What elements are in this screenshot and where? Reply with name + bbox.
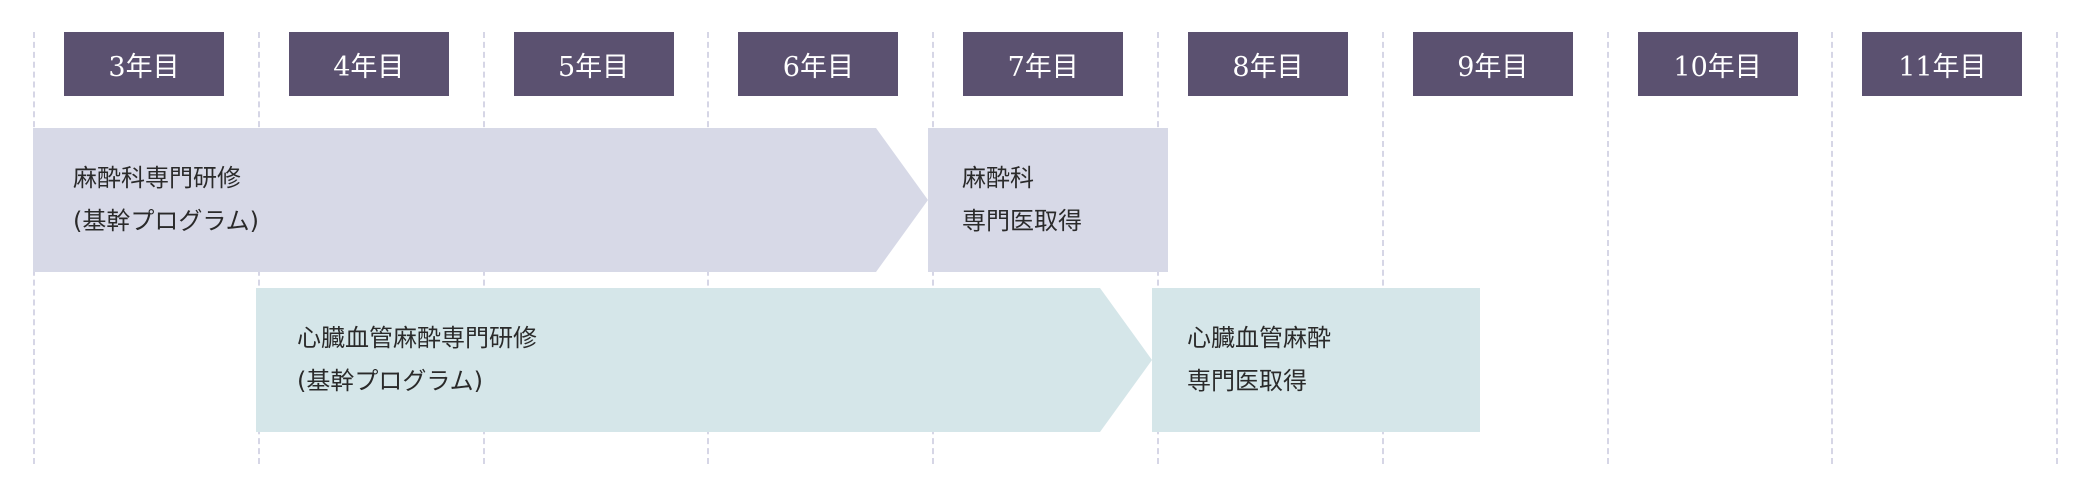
year-header: 4年目 — [288, 32, 449, 96]
label-line: 心臓血管麻酔専門研修 — [297, 324, 537, 352]
grid-divider — [1606, 32, 1609, 464]
cardiovascular-training-label: 心臓血管麻酔専門研修 (基幹プログラム) — [297, 317, 537, 403]
grid-divider — [2056, 32, 2059, 464]
year-header: 6年目 — [738, 32, 899, 96]
anesthesiology-training-label: 麻酔科専門研修 (基幹プログラム) — [73, 157, 259, 243]
anesthesiology-training-arrow — [33, 128, 928, 272]
grid-divider — [1831, 32, 1834, 464]
cardiovascular-certification-label: 心臓血管麻酔 専門医取得 — [1187, 317, 1331, 403]
anesthesiology-certification-label: 麻酔科 専門医取得 — [962, 157, 1082, 243]
label-line: 麻酔科 — [962, 164, 1034, 192]
anesthesiology-certification-box — [928, 128, 1168, 272]
label-line: (基幹プログラム) — [297, 367, 484, 395]
year-header: 7年目 — [963, 32, 1124, 96]
year-header: 8年目 — [1188, 32, 1348, 96]
cardiovascular-certification-box — [1152, 288, 1480, 432]
label-line: 麻酔科専門研修 — [73, 164, 241, 192]
arrow-shape-icon — [33, 128, 928, 272]
cardiovascular-training-arrow — [256, 288, 1152, 432]
label-line: 心臓血管麻酔 — [1187, 324, 1331, 352]
year-header: 3年目 — [64, 32, 224, 96]
year-header: 11年目 — [1862, 32, 2023, 96]
year-header: 9年目 — [1412, 32, 1573, 96]
year-header: 5年目 — [513, 32, 674, 96]
label-line: 専門医取得 — [962, 207, 1082, 235]
label-line: (基幹プログラム) — [73, 207, 260, 235]
year-header: 10年目 — [1637, 32, 1798, 96]
label-line: 専門医取得 — [1187, 367, 1307, 395]
arrow-shape-icon — [256, 288, 1152, 432]
grid-divider — [1381, 32, 1384, 464]
